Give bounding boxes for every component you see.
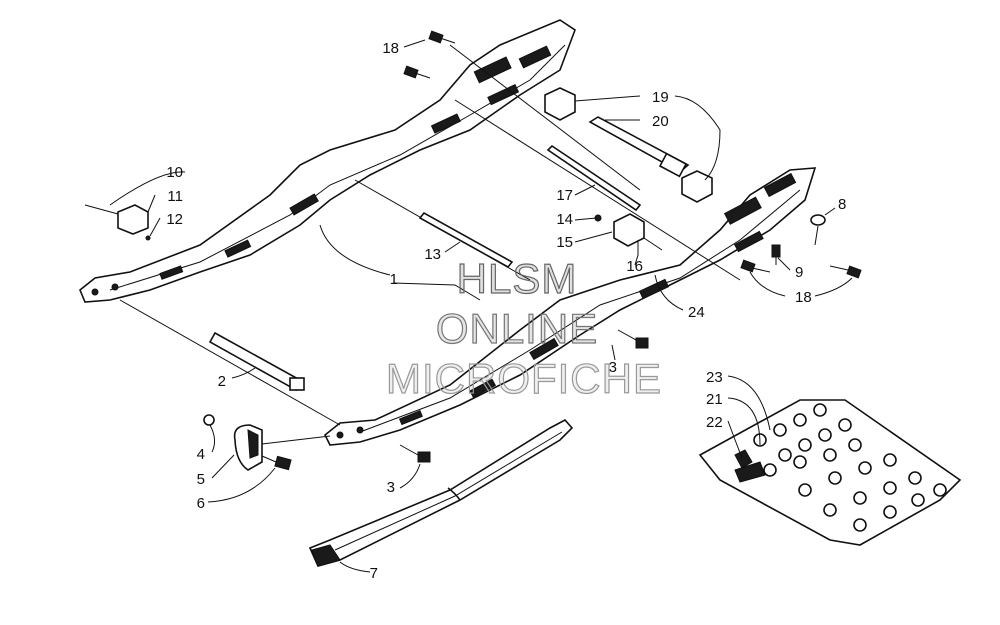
cross-shafts: [119, 44, 741, 426]
callout-12: 12: [166, 211, 183, 228]
callout-22: 22: [706, 414, 723, 431]
callout-19: 19: [652, 89, 669, 106]
callout-7: 7: [370, 565, 378, 582]
callout-5: 5: [197, 471, 205, 488]
callout-18-upper: 18: [382, 40, 399, 57]
wear-strip: [308, 418, 574, 567]
callout-16: 16: [626, 258, 643, 275]
callout-10: 10: [166, 164, 183, 181]
callout-3-lower: 3: [387, 479, 395, 496]
callout-18-lower: 18: [795, 289, 812, 306]
callout-1: 1: [390, 271, 398, 288]
hardware: [84, 30, 862, 471]
callout-4: 4: [197, 446, 205, 463]
callout-8: 8: [838, 196, 846, 213]
left-slide-rail: [79, 19, 576, 303]
callout-3-upper: 3: [609, 359, 617, 376]
callout-20: 20: [652, 113, 669, 130]
callout-17: 17: [556, 187, 573, 204]
callout-11: 11: [167, 188, 183, 205]
callout-14: 14: [556, 211, 573, 228]
callout-23: 23: [706, 369, 723, 386]
right-slide-rail: [323, 167, 817, 446]
callout-labels: 1 2 3 3 4 5 6 7 8 9 10 11 12 13 14 15 16…: [166, 40, 846, 582]
track-section: [698, 399, 962, 546]
callout-21: 21: [706, 391, 723, 408]
watermark-line-3: MICROFICHE: [386, 355, 662, 402]
watermark-line-1: HLSM: [457, 255, 578, 302]
callout-24: 24: [688, 304, 705, 321]
callout-2: 2: [218, 373, 226, 390]
watermark-line-2: ONLINE: [436, 305, 598, 352]
callout-6: 6: [197, 495, 205, 512]
callout-13: 13: [424, 246, 441, 263]
watermark: HLSM ONLINE MICROFICHE: [385, 254, 662, 402]
track-lugs: [753, 403, 947, 532]
leader-lines: [109, 39, 853, 573]
callout-9: 9: [795, 264, 803, 281]
callout-15: 15: [556, 234, 573, 251]
